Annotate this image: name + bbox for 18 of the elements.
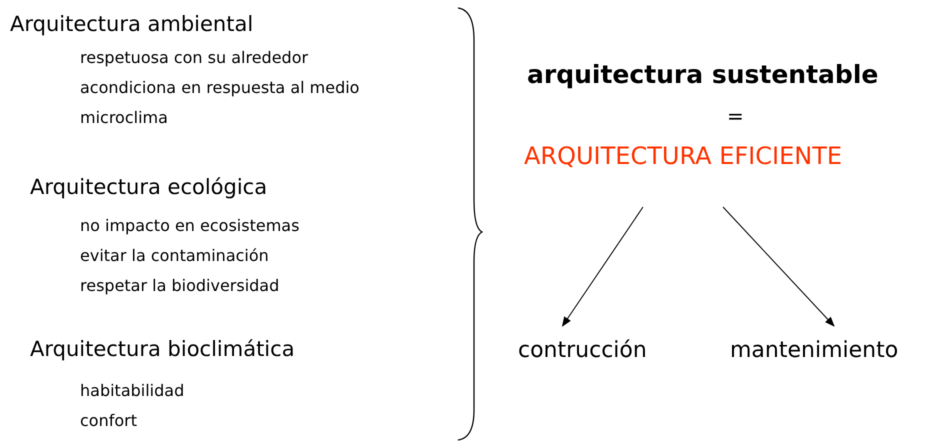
list-item: habitabilidad	[80, 381, 184, 400]
node-text: contrucción	[516, 338, 649, 364]
list-item: respetar la biodiversidad	[80, 276, 280, 296]
list-item: acondiciona en respuesta al medio	[80, 78, 360, 98]
heading: arquitectura sustentable	[527, 60, 878, 90]
node-text: ARQUITECTURA EFICIENTE	[522, 142, 844, 171]
arrow	[562, 206, 644, 327]
node-text: mantenimiento	[728, 338, 900, 364]
list-item: respetuosa con su alrededor	[80, 48, 308, 68]
heading: Arquitectura bioclimática	[30, 337, 295, 362]
heading: Arquitectura ecológica	[30, 175, 268, 200]
equals-sign: =	[727, 104, 744, 128]
list-item: evitar la contaminación	[80, 246, 269, 266]
list-item: confort	[80, 411, 137, 430]
arrow	[722, 206, 835, 327]
heading: Arquitectura ambiental	[10, 12, 254, 38]
list-item: no impacto en ecosistemas	[80, 216, 300, 236]
list-item: microclima	[80, 108, 168, 128]
